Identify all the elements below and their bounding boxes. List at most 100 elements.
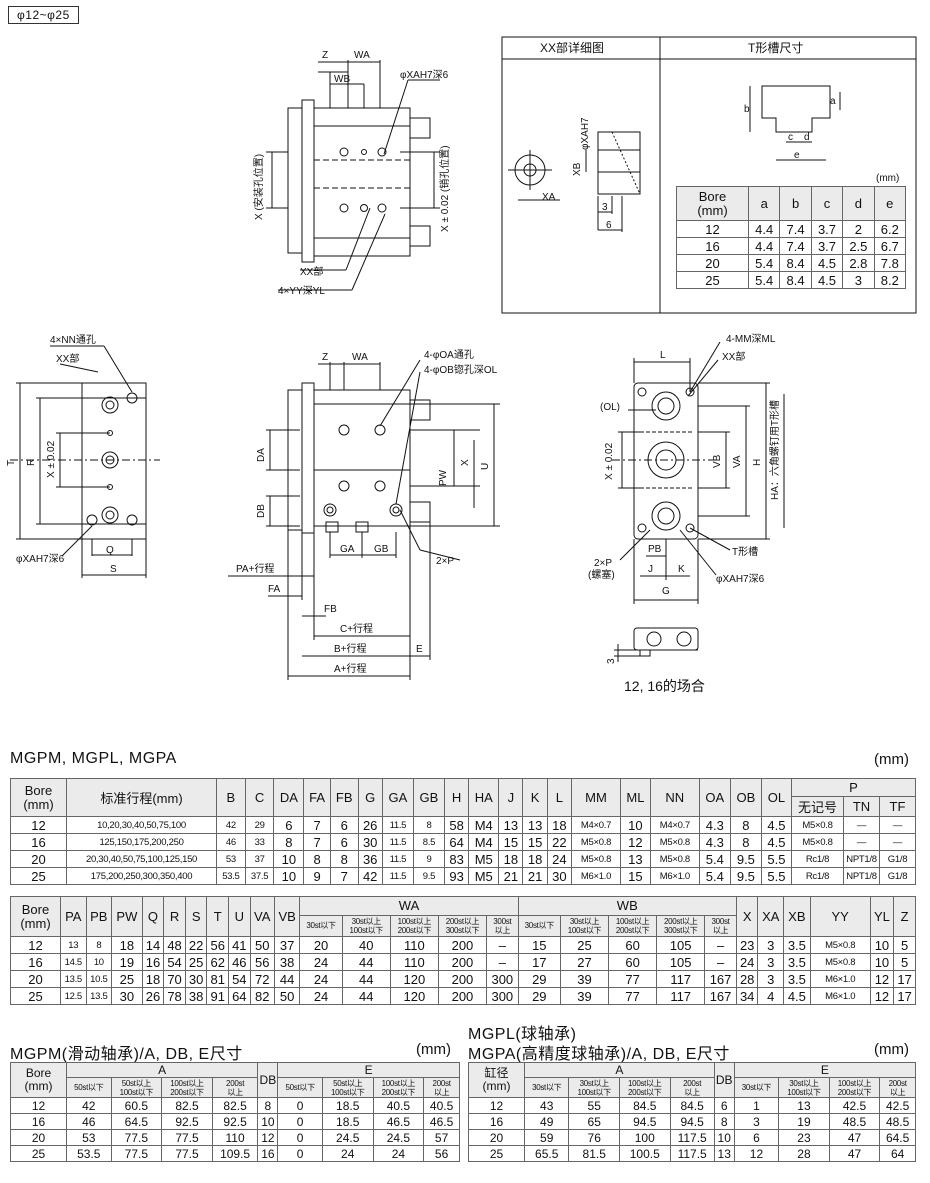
right-end-view (612, 341, 785, 604)
label-x02-right: X ± 0.02 (604, 442, 615, 480)
label-wa: WA (354, 50, 370, 61)
label-xx-bu-left: XX部 (56, 352, 79, 365)
label-ol: (OL) (600, 402, 620, 413)
small-case-view (614, 627, 699, 662)
label-fa: FA (268, 584, 281, 595)
label-va: VA (732, 455, 743, 468)
side-view-drawing (228, 359, 500, 680)
label-e: e (794, 150, 800, 161)
label-b: b (744, 104, 750, 115)
label-xx-bu-right: XX部 (722, 350, 745, 363)
label-six: 6 (606, 220, 612, 231)
label-xa: XA (542, 192, 556, 203)
t-slot-header-d: d (842, 186, 875, 221)
label-nn: 4×NN通孔 (50, 334, 96, 346)
label-x02-left: X ± 0.02 (46, 440, 57, 478)
label-r: R (26, 459, 37, 466)
label-h: H (752, 459, 763, 466)
label-g: G (662, 586, 670, 597)
main-title: MGPM, MGPL, MGPA (10, 750, 177, 767)
label-three: 3 (602, 202, 608, 213)
label-c: C+行程 (340, 622, 373, 635)
detail-box (501, 36, 917, 314)
label-xb: XB (572, 162, 583, 176)
label-c: c (788, 132, 793, 143)
label-2p-plug: 2×P (594, 558, 612, 569)
main-dimensions-table-2: Bore (mm) PA PB PW Q R S T U VA VB WA WB… (10, 896, 916, 1005)
label-xx-bu: XX部 (300, 265, 323, 278)
left-table-title: MGPM(滑动轴承)/A, DB, E尺寸 (10, 1046, 243, 1063)
label-xa-h7-left: φXAH7深6 (16, 553, 65, 565)
label-u: U (480, 463, 491, 470)
top-view-drawing (266, 60, 440, 291)
label-plug: (螺塞) (588, 568, 615, 581)
label-vb: VB (712, 454, 723, 468)
right-table-unit: (mm) (874, 1041, 909, 1058)
label-pa: PA+行程 (236, 562, 274, 575)
technical-drawings: Z WA WB φXAH7深6 X (安装孔位置) X ± 0.02 (销孔位置… (6, 36, 917, 680)
label-z: Z (322, 50, 328, 61)
label-x-mount: X (安装孔位置) (252, 154, 265, 220)
t-slot-title: T形槽尺寸 (748, 41, 803, 55)
label-ga: GA (340, 544, 355, 555)
label-wb: WB (334, 74, 350, 85)
label-q: Q (106, 545, 114, 556)
label-yy: 4×YY深YL (278, 285, 325, 297)
label-l: L (660, 350, 666, 361)
label-pw: PW (438, 469, 449, 486)
label-three-small: 3 (606, 658, 617, 664)
label-xa-h7-right: φXAH7深6 (716, 573, 765, 585)
label-k: K (678, 564, 685, 575)
case-label: 12, 16的场合 (624, 678, 705, 694)
t-slot-header-c: c (810, 186, 844, 221)
label-t: T (6, 460, 17, 466)
label-ob: 4-φOB锪孔深OL (424, 363, 498, 376)
left-end-view (10, 345, 160, 578)
label-phi-xa-h7-detail: φXAH7 (580, 117, 591, 150)
label-j: J (648, 564, 653, 575)
right-table-title-1: MGPL(球轴承) (468, 1026, 577, 1043)
label-db: DB (256, 504, 267, 518)
label-t-slot: T形槽 (732, 545, 758, 558)
t-slot-header-bore: Bore (mm) (676, 186, 749, 221)
right-table-title-2: MGPA(高精度球轴承)/A, DB, E尺寸 (468, 1046, 730, 1063)
t-slot-header-b: b (779, 186, 812, 221)
label-z-side: Z (322, 352, 328, 363)
label-xa-h7: φXAH7深6 (400, 69, 449, 81)
main-unit: (mm) (874, 751, 909, 768)
left-table-unit: (mm) (416, 1041, 451, 1058)
t-slot-header-a: a (747, 186, 781, 221)
label-fb: FB (324, 604, 337, 615)
label-x-pin: X ± 0.02 (销孔位置) (438, 145, 451, 232)
label-b-stroke: B+行程 (334, 642, 367, 655)
label-x-side: X (460, 459, 471, 466)
label-s: S (110, 564, 117, 575)
label-a: a (830, 96, 836, 107)
label-mm: 4-MM深ML (726, 333, 776, 345)
label-oa: 4-φOA通孔 (424, 349, 474, 361)
label-d: d (804, 132, 810, 143)
label-2p: 2×P (436, 556, 454, 567)
label-ha: HA：六角螺钉用T形槽 (768, 400, 781, 500)
t-slot-unit: (mm) (876, 173, 899, 184)
label-gb: GB (374, 544, 389, 555)
t-slot-header-e: e (873, 186, 907, 221)
bore-range-tag: φ12~φ25 (8, 6, 79, 24)
